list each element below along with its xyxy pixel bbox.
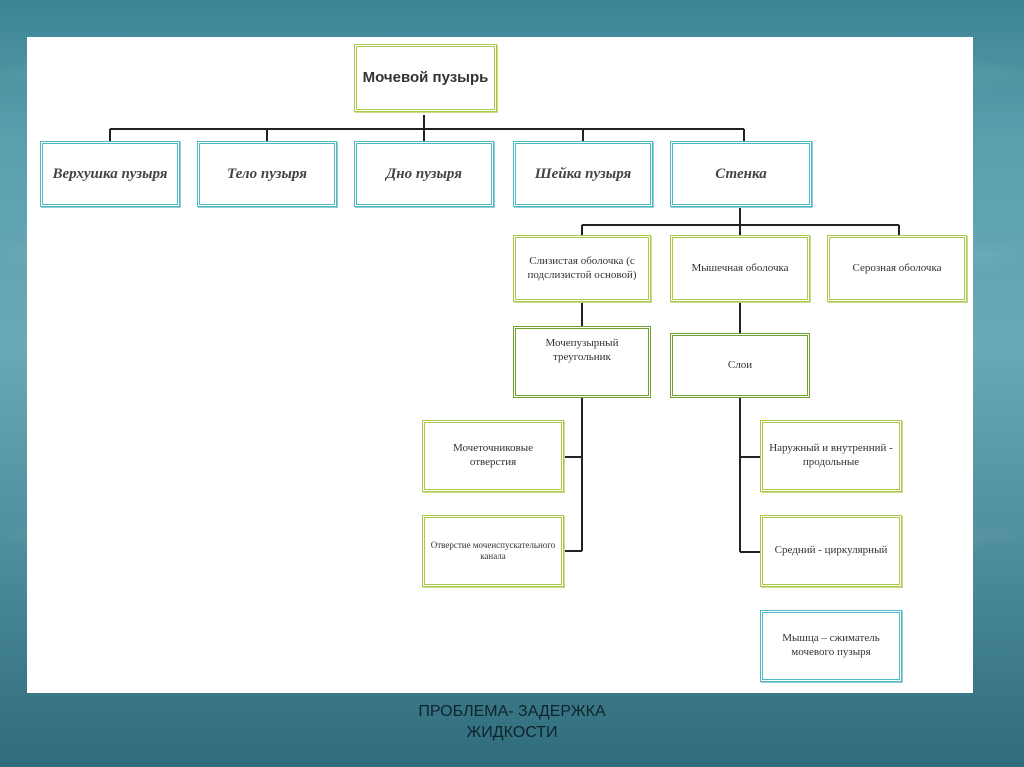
layers-label: Слои: [727, 358, 753, 371]
box-neck: Шейка пузыря: [513, 141, 653, 207]
mucosa-label: Слизистая оболочка (с подслизистой основ…: [527, 254, 637, 281]
sphincter-label: Мышца – сжиматель мочевого пузыря: [782, 632, 880, 658]
box-middle-circular: Средний - циркулярный: [760, 515, 902, 587]
caption-line-2: ЖИДКОСТИ: [466, 723, 558, 741]
box-layers: Слои: [670, 333, 810, 398]
wall-label: Стенка: [715, 165, 767, 182]
box-ureteral-orifices: Мочеточниковые отверстия: [422, 420, 564, 492]
urethral-orifice-label: Отверстие мочеиспускательного канала: [430, 539, 556, 561]
box-fundus: Дно пузыря: [354, 141, 494, 207]
slide-caption: ПРОБЛЕМА- ЗАДЕРЖКА ЖИДКОСТИ: [362, 702, 662, 744]
caption-line-1: ПРОБЛЕМА- ЗАДЕРЖКА: [418, 703, 606, 720]
connector-lines: [109, 115, 900, 553]
box-serosa: Серозная оболочка: [827, 235, 967, 302]
middle-circular-label: Средний - циркулярный: [774, 544, 888, 557]
body-label: Тело пузыря: [227, 165, 307, 182]
diagram-panel: Мочевой пузырь Верхушка пузыря Тело пузы…: [27, 37, 973, 693]
root-box-bladder: Мочевой пузырь: [354, 44, 497, 112]
box-trigone: Мочепузырный треугольник: [513, 326, 651, 398]
serosa-label: Серозная оболочка: [852, 261, 942, 274]
trigone-label: Мочепузырный треугольник: [545, 337, 619, 363]
root-label: Мочевой пузырь: [362, 68, 489, 86]
box-urethral-orifice: Отверстие мочеиспускательного канала: [422, 515, 564, 587]
muscular-label: Мышечная оболочка: [691, 261, 789, 274]
box-body: Тело пузыря: [197, 141, 337, 207]
ureteral-orifices-label: Мочеточниковые отверстия: [452, 442, 534, 468]
box-outer-inner-longitudinal: Наружный и внутренний - продольные: [760, 420, 902, 492]
outer-inner-label: Наружный и внутренний - продольные: [769, 442, 893, 468]
box-wall: Стенка: [670, 141, 812, 207]
box-sphincter: Мышца – сжиматель мочевого пузыря: [760, 610, 902, 682]
box-mucosa: Слизистая оболочка (с подслизистой основ…: [513, 235, 651, 302]
neck-label: Шейка пузыря: [534, 165, 632, 182]
fundus-label: Дно пузыря: [386, 165, 462, 182]
box-apex: Верхушка пузыря: [40, 141, 180, 207]
apex-label: Верхушка пузыря: [52, 165, 168, 182]
box-muscular: Мышечная оболочка: [670, 235, 810, 302]
